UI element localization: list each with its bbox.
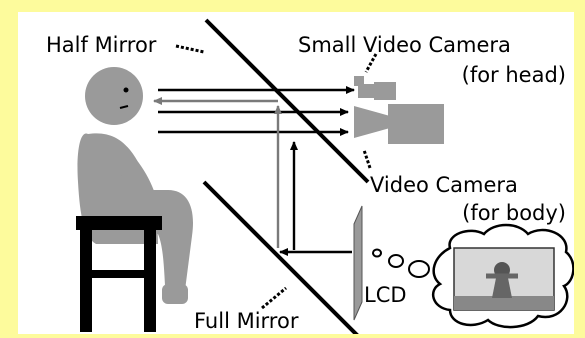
full-mirror [202, 180, 359, 334]
full-mirror-label: Full Mirror [194, 309, 299, 333]
lcd-panel [353, 205, 363, 321]
stool [76, 216, 162, 332]
label-leaders [175, 44, 378, 310]
lcd-label: LCD [364, 283, 407, 307]
video-camera-label-line2: (for body) [462, 201, 566, 225]
half-mirror-label: Half Mirror [46, 33, 157, 57]
half-mirror [204, 18, 370, 184]
diagram-canvas: Half Mirror Small Video Camera (for head… [18, 12, 574, 334]
small-camera-label-line2: (for head) [462, 63, 566, 87]
small-video-camera [354, 76, 396, 100]
lcd-screen-image [453, 247, 555, 311]
video-camera-label-line1: Video Camera [370, 173, 518, 197]
thought-bubble-trail [372, 248, 430, 278]
small-camera-label-line1: Small Video Camera [298, 33, 511, 57]
video-camera [354, 104, 444, 144]
person-face [119, 87, 129, 109]
